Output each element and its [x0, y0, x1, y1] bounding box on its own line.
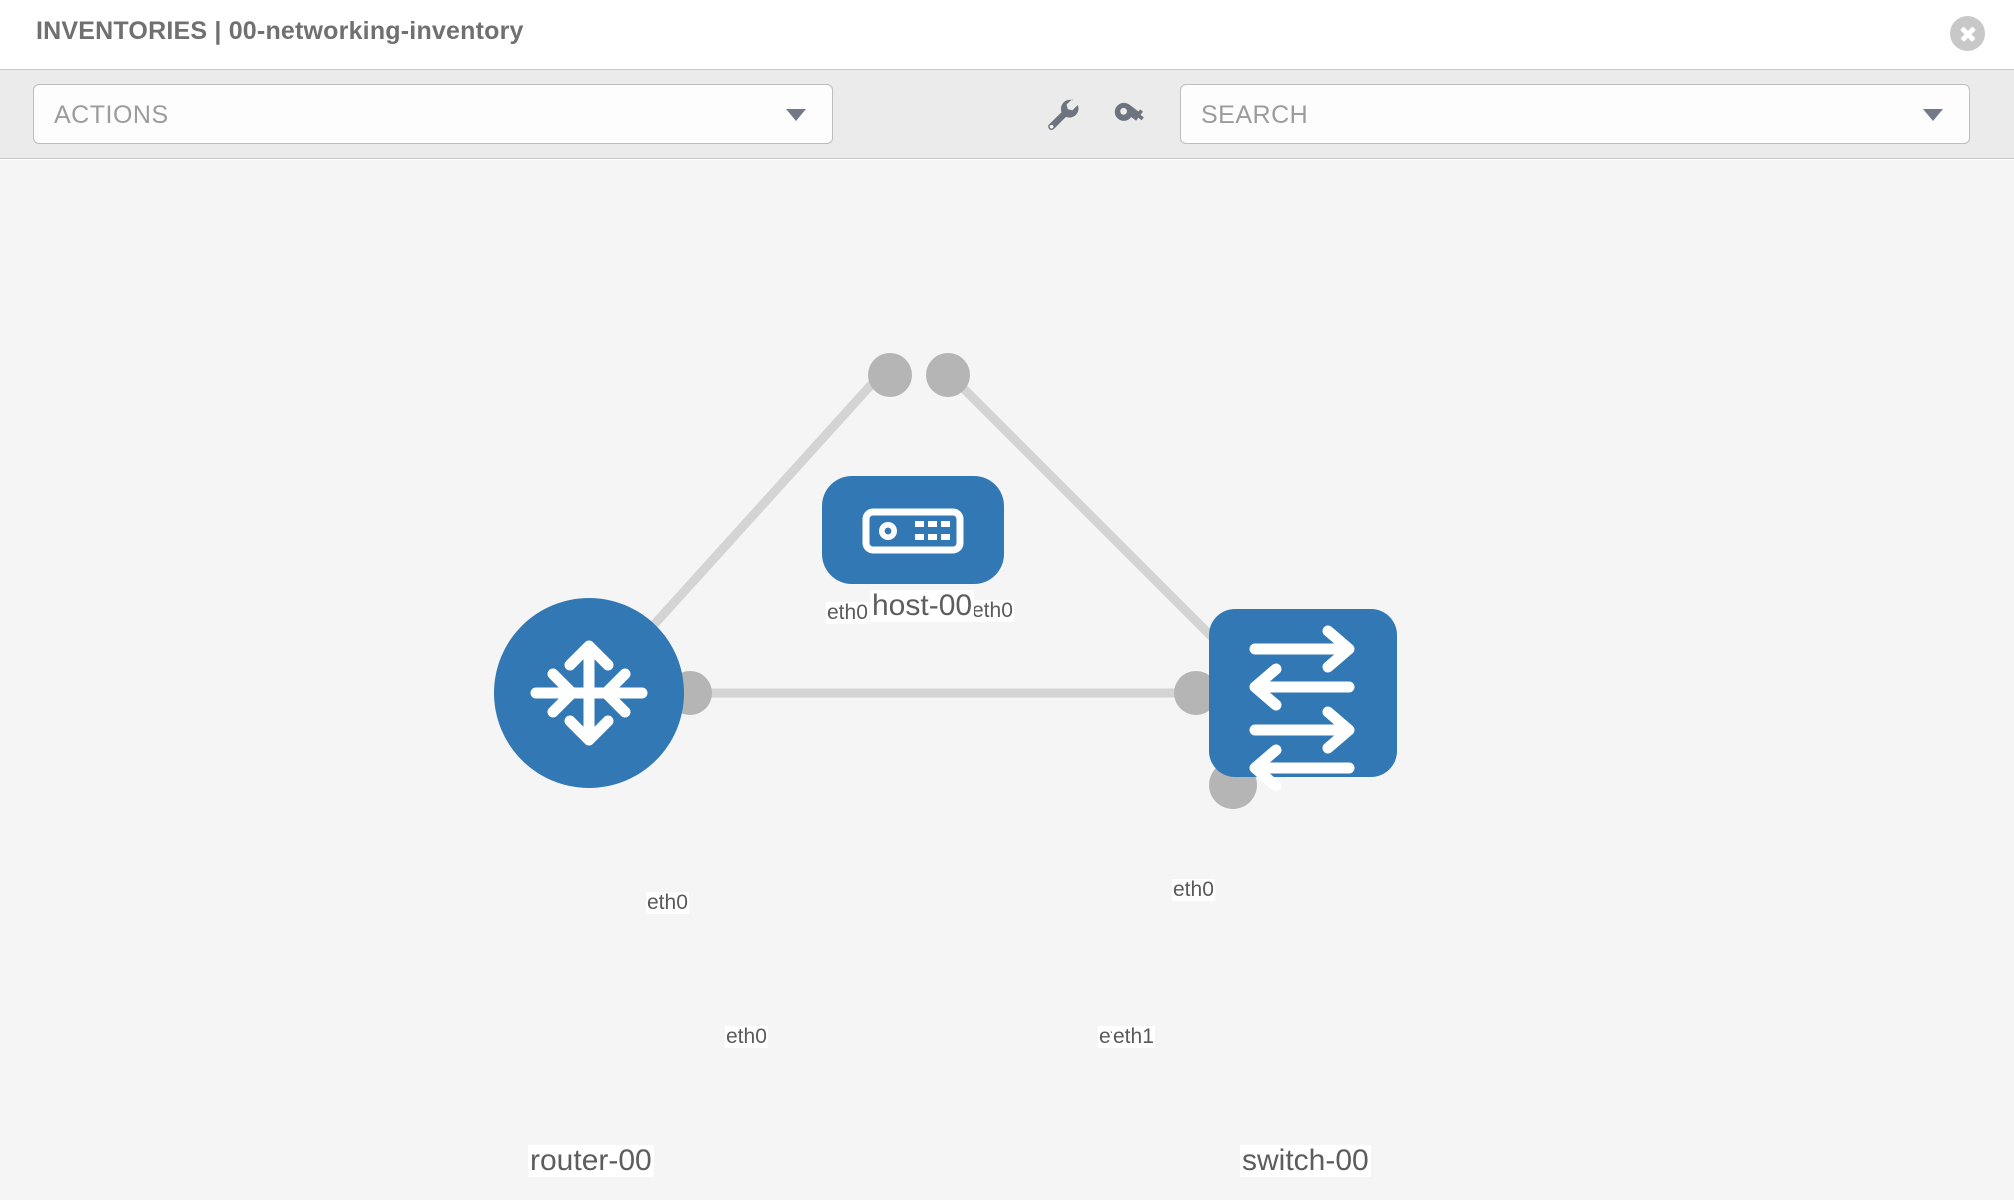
page-header: INVENTORIES | 00-networking-inventory [0, 0, 2014, 69]
page-title: INVENTORIES | 00-networking-inventory [36, 17, 524, 45]
endpoint-host00-eth0-left [868, 353, 912, 397]
edge-label-host00-left: eth0 [826, 601, 869, 625]
actions-dropdown-label: ACTIONS [54, 101, 169, 129]
key-icon[interactable] [1108, 93, 1152, 137]
topology-graph [494, 353, 1397, 809]
edge-label-router00-up: eth0 [646, 891, 689, 915]
node-switch-00 [1209, 609, 1397, 792]
router-arrows-icon [530, 640, 648, 746]
link-host00-switch00 [946, 371, 1244, 669]
node-label-host-00: host-00 [870, 589, 975, 622]
edge-label-router00-eth0: eth0 [725, 1025, 768, 1049]
search-input[interactable]: SEARCH [1180, 84, 1970, 144]
server-icon [862, 508, 964, 554]
topology-endpoints [668, 353, 1257, 809]
edge-label-switch00-up: eth0 [1172, 878, 1215, 902]
edge-label-switch00-eth1: eth1 [1112, 1025, 1155, 1049]
search-placeholder: SEARCH [1201, 101, 1309, 129]
wrench-icon[interactable] [1040, 93, 1084, 137]
node-label-router-00: router-00 [528, 1144, 654, 1177]
endpoint-switch00-eth1 [1174, 671, 1218, 715]
endpoint-host00-eth0-right [926, 353, 970, 397]
close-icon[interactable] [1950, 16, 1985, 51]
link-host00-router00 [618, 371, 884, 664]
switch-arrows-icon [1249, 625, 1355, 792]
node-host-00 [822, 476, 1004, 584]
node-label-switch-00: switch-00 [1240, 1144, 1371, 1177]
topology-links [618, 371, 1244, 698]
chevron-down-icon [1923, 109, 1943, 121]
actions-dropdown[interactable]: ACTIONS [33, 84, 833, 144]
topology-canvas[interactable]: eth0 eth0 eth0 eth0 eth0 eth0 eth1 host-… [0, 160, 2014, 1200]
toolbar: ACTIONS SEARCH [0, 69, 2014, 159]
node-router-00 [494, 598, 684, 788]
chevron-down-icon [786, 109, 806, 121]
edge-label-host00-right: eth0 [971, 599, 1014, 623]
